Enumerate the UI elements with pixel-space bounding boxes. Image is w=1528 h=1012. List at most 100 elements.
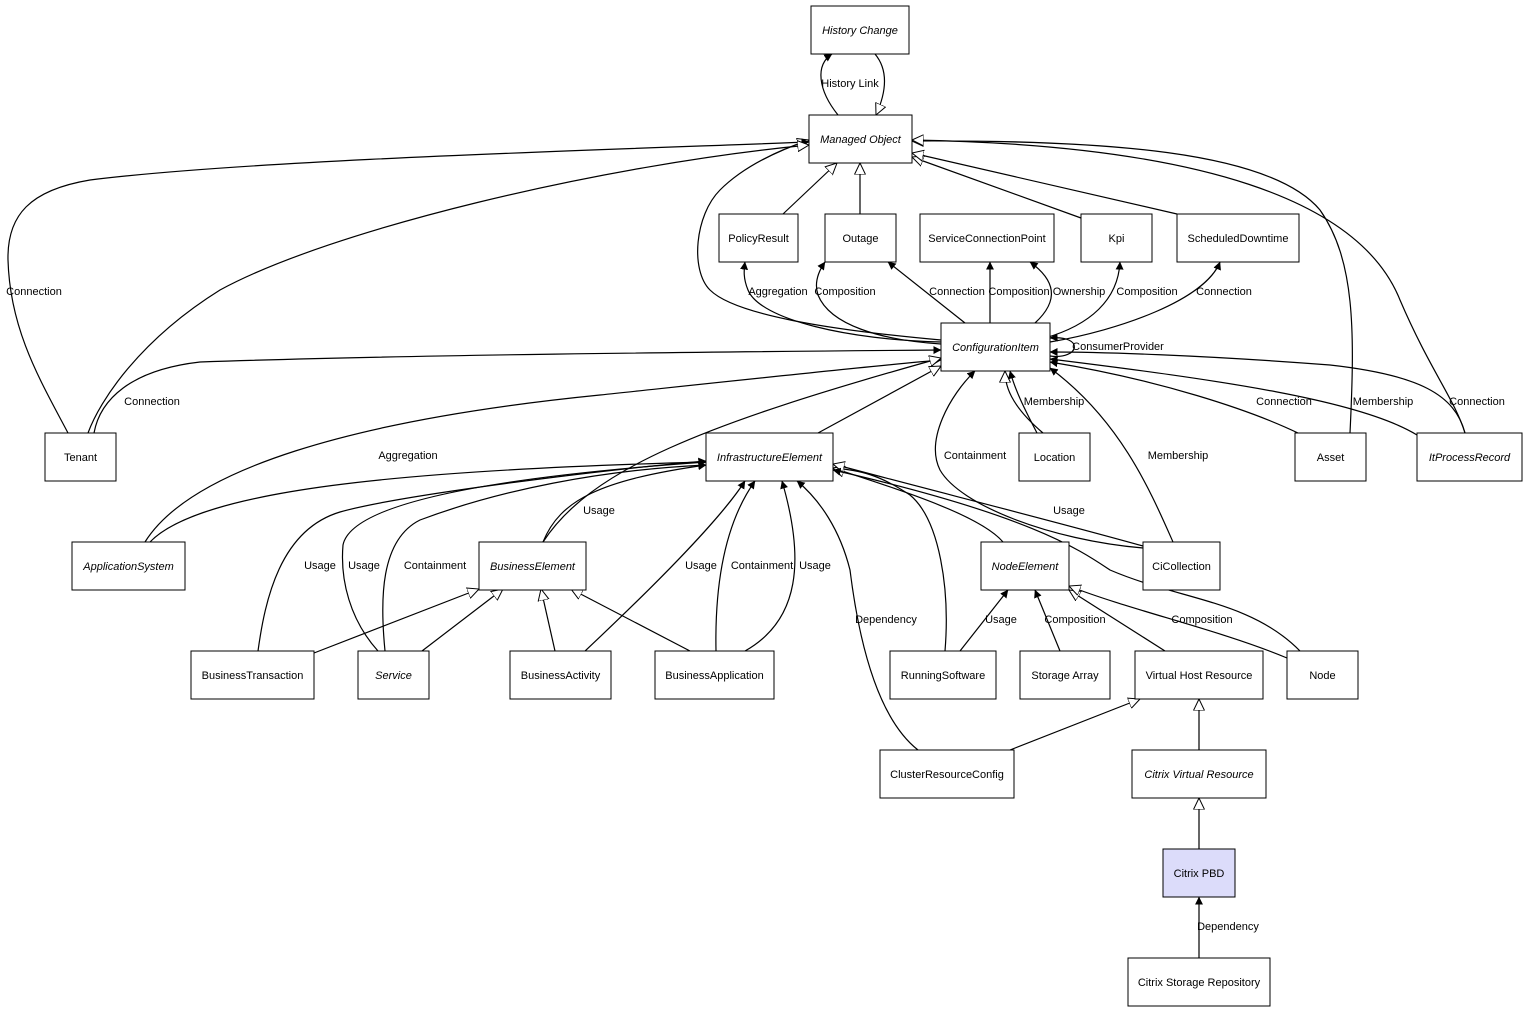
edge-line: [959, 589, 1009, 652]
class-node-citrix-storage-repository[interactable]: Citrix Storage Repository: [1127, 957, 1271, 1007]
edge-line: [1049, 367, 1174, 543]
edge-line: [832, 467, 1301, 652]
class-box: [1080, 213, 1153, 263]
edge-line: [7, 138, 810, 434]
class-node-business-activity[interactable]: BusinessActivity: [509, 650, 612, 700]
edge-line: [144, 356, 942, 543]
edge-label: Ownership: [1053, 286, 1106, 298]
class-node-node-element[interactable]: NodeElement: [980, 541, 1070, 591]
class-node-business-application[interactable]: BusinessApplication: [654, 650, 775, 700]
edge-inheritance-business-transaction-to-business-element: [313, 589, 479, 654]
class-box: [1142, 541, 1221, 591]
edge-line: [421, 589, 503, 652]
edge-line: [313, 589, 479, 654]
class-node-scheduled-downtime[interactable]: ScheduledDowntime: [1176, 213, 1300, 263]
class-name: Node: [1309, 670, 1335, 682]
edge-line: [796, 480, 919, 751]
edge-line: [912, 157, 1082, 219]
edge-label: History Link: [821, 78, 879, 90]
edge-inheritance-service-to-business-element: [421, 589, 503, 652]
class-node-application-system[interactable]: ApplicationSystem: [71, 541, 186, 591]
edge-line: [815, 261, 942, 345]
class-node-infrastructure-element[interactable]: InfrastructureElement: [705, 432, 834, 482]
edge-inheritance-node-element-to-infrastructure-element: [833, 468, 1004, 543]
class-node-citrix-virtual-resource[interactable]: Citrix Virtual Resource: [1131, 749, 1267, 799]
class-name: NodeElement: [992, 561, 1060, 573]
edge-inheritance-infrastructure-element-to-configuration-item: [817, 366, 941, 434]
class-box: [357, 650, 430, 700]
class-box: [1294, 432, 1367, 482]
class-node-managed-object[interactable]: Managed Object: [808, 114, 913, 164]
edge-label: Usage: [985, 614, 1017, 626]
edge-line: [149, 458, 707, 543]
edge-label: Connection: [124, 396, 180, 408]
class-node-business-transaction[interactable]: BusinessTransaction: [190, 650, 315, 700]
class-name: Virtual Host Resource: [1146, 670, 1253, 682]
class-box: [1416, 432, 1523, 482]
class-node-citrix-pbd[interactable]: Citrix PBD: [1162, 848, 1236, 898]
class-name: InfrastructureElement: [717, 452, 823, 464]
class-box: [190, 650, 315, 700]
class-node-configuration-item[interactable]: ConfigurationItem: [940, 322, 1051, 372]
edge-line: [1069, 590, 1166, 652]
edge-association-configuration-item-to-configuration-item: [1049, 333, 1075, 357]
class-node-node[interactable]: Node: [1286, 650, 1359, 700]
edge-association-configuration-item-to-policy-result: [740, 261, 942, 343]
edge-association-node-to-infrastructure-element: [832, 467, 1301, 652]
class-box: [1019, 650, 1111, 700]
edge-label: Composition: [1116, 286, 1177, 298]
edge-association-application-system-to-infrastructure-element: [149, 458, 707, 543]
class-name: Outage: [842, 233, 878, 245]
edge-association-configuration-item-to-scheduled-downtime: [1049, 261, 1221, 343]
class-node-kpi[interactable]: Kpi: [1080, 213, 1153, 263]
class-node-storage-array[interactable]: Storage Array: [1019, 650, 1111, 700]
edge-inheritance-ci-collection-to-infrastructure-element: [833, 464, 1144, 547]
edge-line: [1049, 333, 1075, 357]
edge-line: [744, 480, 796, 652]
edge-inheritance-cluster-resource-config-to-virtual-host-resource: [1009, 699, 1140, 751]
class-name: History Change: [822, 25, 898, 37]
edge-association-service-to-infrastructure-element: [382, 461, 707, 652]
edge-association-managed-object-to-history-change: [820, 53, 839, 116]
class-node-asset[interactable]: Asset: [1294, 432, 1367, 482]
edge-line: [584, 480, 746, 652]
edge-inheritance-tenant-to-managed-object: [87, 145, 809, 434]
class-name: ServiceConnectionPoint: [928, 233, 1045, 245]
class-name: ItProcessRecord: [1429, 452, 1511, 464]
edge-label: Containment: [944, 450, 1006, 462]
edge-line: [715, 480, 756, 652]
class-node-cluster-resource-config[interactable]: ClusterResourceConfig: [879, 749, 1015, 799]
edge-label: Connection: [1256, 396, 1312, 408]
class-node-business-element[interactable]: BusinessElement: [478, 541, 587, 591]
class-node-policy-result[interactable]: PolicyResult: [718, 213, 799, 263]
class-box: [808, 114, 913, 164]
edge-line: [1008, 370, 1038, 434]
class-node-outage[interactable]: Outage: [824, 213, 897, 263]
edge-label: Membership: [1353, 396, 1414, 408]
class-name: BusinessApplication: [665, 670, 763, 682]
class-node-service[interactable]: Service: [357, 650, 430, 700]
class-node-it-process-record[interactable]: ItProcessRecord: [1416, 432, 1523, 482]
class-node-running-software[interactable]: RunningSoftware: [889, 650, 997, 700]
class-box: [478, 541, 587, 591]
edge-label: Aggregation: [378, 450, 437, 462]
class-node-location[interactable]: Location: [1018, 432, 1091, 482]
edge-inheritance-history-change-to-managed-object: [874, 53, 885, 115]
edge-label: Usage: [348, 560, 380, 572]
class-node-history-change[interactable]: History Change: [810, 5, 910, 55]
edge-association-cluster-resource-config-to-infrastructure-element: [796, 480, 919, 751]
edge-inheritance-node-to-node-element: [1069, 586, 1288, 659]
edge-line: [820, 53, 839, 116]
class-name: ApplicationSystem: [82, 561, 174, 573]
edge-line: [341, 458, 707, 652]
class-box: [940, 322, 1051, 372]
class-node-ci-collection[interactable]: CiCollection: [1142, 541, 1221, 591]
edge-line: [382, 461, 707, 652]
class-name: Location: [1034, 452, 1076, 464]
edge-association-configuration-item-to-outage: [887, 261, 966, 324]
class-node-service-connection-point[interactable]: ServiceConnectionPoint: [919, 213, 1055, 263]
edge-line: [1049, 355, 1418, 436]
class-node-tenant[interactable]: Tenant: [44, 432, 117, 482]
edge-association-configuration-item-to-service-connection-point: [1029, 261, 1052, 324]
class-node-virtual-host-resource[interactable]: Virtual Host Resource: [1134, 650, 1264, 700]
